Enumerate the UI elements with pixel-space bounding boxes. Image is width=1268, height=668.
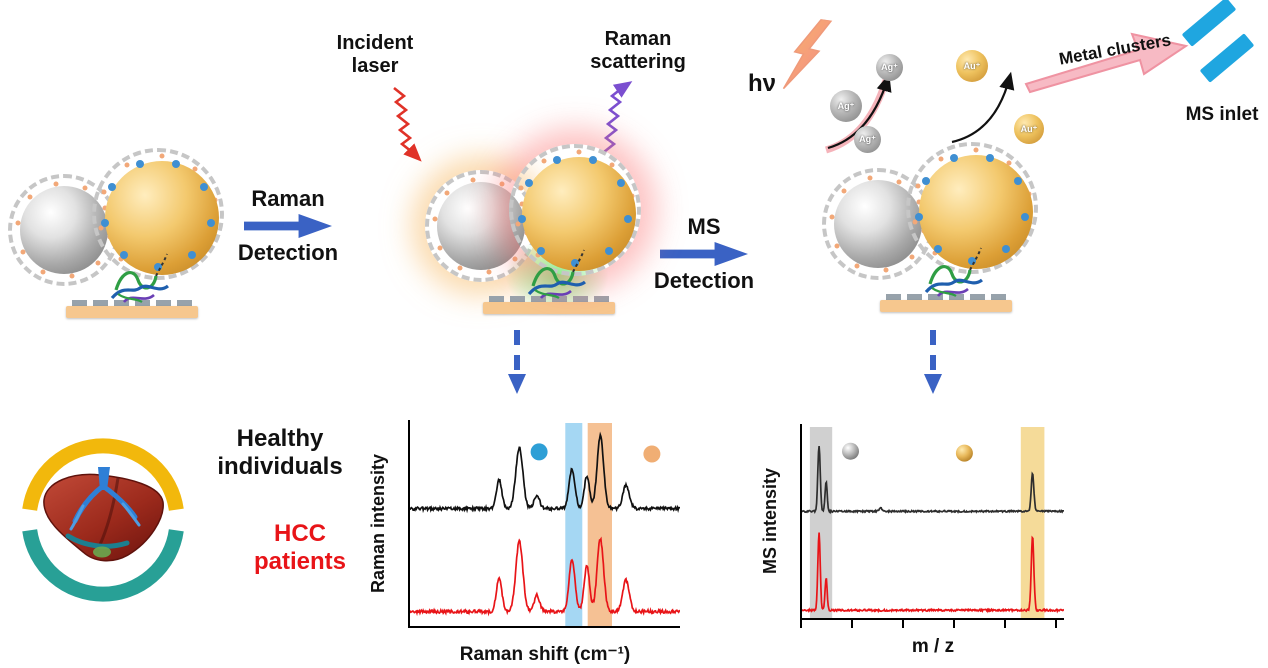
substrate-base <box>66 306 198 318</box>
metal-clusters-arrow <box>1024 32 1189 94</box>
ms-spectra-chart: MS intensity m / z <box>760 424 1064 657</box>
silver-ion-label: Ag⁺ <box>837 100 855 111</box>
ms-plot-area <box>802 427 1064 618</box>
ms-detection-step: MS Detection <box>648 214 760 294</box>
substrate-base <box>880 300 1012 312</box>
ms-detection-label-bottom: Detection <box>653 268 755 293</box>
raman-scattering-beam-icon <box>603 81 633 154</box>
raman-detection-arrow <box>244 214 332 238</box>
raman-output-arrow <box>508 330 526 394</box>
silver-ion-label: Ag⁺ <box>859 134 876 144</box>
au-ion-arrow <box>951 71 1015 144</box>
gold-ion: Au⁺ <box>1014 114 1044 144</box>
raman-x-axis-label: Raman shift (cm⁻¹) <box>459 644 631 665</box>
nanoprobe-assembly-initial <box>8 148 238 320</box>
substrate-pads <box>886 294 1006 300</box>
healthy-individuals-label: Healthy individuals <box>217 425 343 480</box>
ms-y-axis-label: MS intensity <box>760 468 780 575</box>
substrate-pads <box>72 300 192 306</box>
ms-x-axis-ticks <box>800 620 1064 628</box>
protein-icon <box>918 244 992 306</box>
silver-ion-label: Ag⁺ <box>881 62 898 72</box>
substrate <box>483 296 615 314</box>
ms-inlet-icon <box>1199 33 1255 83</box>
liver-emblem <box>22 438 184 602</box>
substrate <box>66 300 198 318</box>
hv-label: hν <box>748 70 777 97</box>
silver-ion: Ag⁺ <box>830 90 862 122</box>
gold-nanoparticle-shell <box>92 148 224 280</box>
liver-illustration <box>43 467 164 562</box>
substrate-base <box>483 302 615 314</box>
nanoprobe-assembly-raman <box>425 144 655 316</box>
raman-detection-label-top: Raman <box>251 186 325 211</box>
gold-ion-label: Au⁺ <box>963 60 981 71</box>
ms-detection-label-top: MS <box>687 214 721 239</box>
protein-icon-proto <box>110 253 169 303</box>
emblem-arc-teal <box>22 529 184 602</box>
ms-inlet-label: MS inlet <box>1185 104 1259 125</box>
gold-ion: Au⁺ <box>956 50 988 82</box>
ms-x-axis-label: m / z <box>911 636 955 657</box>
raman-spectra-chart: Raman intensity Raman shift (cm⁻¹) <box>368 420 680 665</box>
protein-icon-proto <box>924 247 983 297</box>
substrate <box>880 294 1012 312</box>
ag-ion-arrow <box>827 73 892 150</box>
gold-nanoparticle-shell <box>509 144 641 276</box>
incident-laser-beam-icon <box>393 86 422 162</box>
raman-y-axis-label: Raman intensity <box>368 453 388 593</box>
ms-detection-arrow <box>660 242 748 266</box>
silver-ion: Ag⁺ <box>876 54 903 81</box>
protein-icon <box>104 250 178 312</box>
silver-ion: Ag⁺ <box>854 126 881 153</box>
gold-ion-label: Au⁺ <box>1020 123 1038 134</box>
hcc-patients-label: HCC patients <box>253 520 346 575</box>
laser-bolt-icon <box>782 18 833 90</box>
raman-scattering-label: Raman scattering <box>590 28 686 73</box>
ms-output-arrow <box>924 330 942 394</box>
protein-icon-proto <box>527 249 586 299</box>
nanoprobe-assembly-ms <box>822 142 1052 314</box>
raman-detection-label-bottom: Detection <box>237 240 339 265</box>
gold-nanoparticle-shell <box>906 142 1038 274</box>
emblem-arc-yellow <box>22 438 184 511</box>
protein-icon <box>521 246 595 308</box>
raman-detection-step: Raman Detection <box>233 186 343 266</box>
substrate-pads <box>489 296 609 302</box>
raman-plot-area <box>410 423 680 626</box>
incident-laser-label: Incident laser <box>336 32 414 77</box>
